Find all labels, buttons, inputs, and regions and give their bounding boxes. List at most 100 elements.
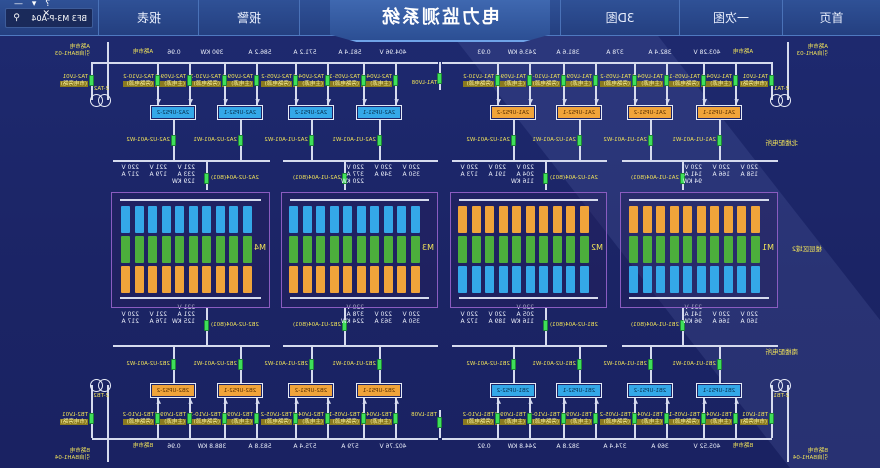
ups-input-breaker-icon[interactable] — [701, 413, 707, 424]
feeder-breaker-icon[interactable] — [204, 173, 210, 184]
ups-input-breaker-icon[interactable] — [361, 75, 367, 86]
cable-breaker-icon[interactable] — [377, 359, 383, 370]
feeder-breaker-icon[interactable] — [543, 320, 549, 331]
cabinet-orange[interactable] — [751, 206, 760, 233]
cable-breaker-icon[interactable] — [717, 135, 723, 146]
ups-box[interactable]: 2B1-UPS1-2 — [627, 383, 673, 398]
cabinet-green[interactable] — [330, 236, 339, 263]
cabinet-orange[interactable] — [499, 206, 508, 233]
window-controls[interactable]: ? ▾ — ✕ — [10, 0, 50, 19]
cabinet-blue[interactable] — [135, 206, 144, 233]
cabinet-green[interactable] — [303, 236, 312, 263]
cabinet-green[interactable] — [243, 236, 252, 263]
cabinet-orange[interactable] — [683, 206, 693, 233]
cabinet-green[interactable] — [553, 236, 562, 263]
cabinet-blue[interactable] — [216, 206, 225, 233]
cabinet-orange[interactable] — [343, 266, 353, 293]
ups-input-breaker-icon[interactable] — [293, 413, 299, 424]
ups-box[interactable]: 2B1-UPS2-1 — [556, 383, 602, 398]
ups-input-breaker-icon[interactable] — [495, 413, 501, 424]
ups-box[interactable]: 2B2-UPS1-2 — [288, 383, 334, 398]
transformer-breaker-icon[interactable] — [89, 413, 95, 424]
cabinet-orange[interactable] — [330, 266, 339, 293]
cabinet-green[interactable] — [397, 236, 407, 263]
cabinet-green[interactable] — [656, 236, 666, 263]
cabinet-blue[interactable] — [580, 266, 589, 293]
cabinet-green[interactable] — [121, 236, 131, 263]
cabinet-orange[interactable] — [384, 266, 393, 293]
ups-box[interactable]: 2A1-UPS2-1 — [556, 105, 602, 120]
ups-box[interactable]: 2B2-UPS1-1 — [356, 383, 402, 398]
ups-box[interactable]: 2B1-UPS1-1 — [696, 383, 742, 398]
ups-input-breaker-icon[interactable] — [733, 413, 739, 424]
nav-3d-view[interactable]: 3D图 — [560, 0, 679, 35]
cabinet-blue[interactable] — [175, 206, 185, 233]
cabinet-blue[interactable] — [710, 266, 720, 293]
ups-box[interactable]: 2B1-UPS2-2 — [490, 383, 536, 398]
cabinet-orange[interactable] — [243, 266, 252, 293]
cabinet-blue[interactable] — [512, 266, 522, 293]
cabinet-blue[interactable] — [472, 266, 481, 293]
cabinet-orange[interactable] — [289, 266, 299, 293]
rack-block-m2[interactable]: M2 — [450, 192, 607, 308]
cabinet-orange[interactable] — [303, 266, 312, 293]
rack-block-m4[interactable]: M4 — [111, 192, 270, 308]
rack-block-m3[interactable]: M3 — [281, 192, 438, 308]
cabinet-green[interactable] — [751, 236, 760, 263]
cabinet-green[interactable] — [499, 236, 508, 263]
cabinet-orange[interactable] — [162, 266, 171, 293]
ups-input-breaker-icon[interactable] — [393, 413, 399, 424]
ups-box[interactable]: 2A2-UPS1-1 — [356, 105, 402, 120]
ups-input-breaker-icon[interactable] — [593, 75, 599, 86]
ups-box[interactable]: 2A1-UPS1-2 — [627, 105, 673, 120]
cabinet-green[interactable] — [697, 236, 706, 263]
ups-box[interactable]: 2A2-UPS1-2 — [288, 105, 334, 120]
ups-input-breaker-icon[interactable] — [187, 75, 193, 86]
ups-input-breaker-icon[interactable] — [155, 413, 161, 424]
cabinet-blue[interactable] — [697, 266, 706, 293]
ups-input-breaker-icon[interactable] — [325, 75, 331, 86]
cabinet-green[interactable] — [580, 236, 589, 263]
ups-input-breaker-icon[interactable] — [664, 413, 670, 424]
ups-input-breaker-icon[interactable] — [527, 413, 533, 424]
cabinet-green[interactable] — [629, 236, 639, 263]
ups-input-breaker-icon[interactable] — [222, 75, 228, 86]
cabinet-blue[interactable] — [670, 266, 679, 293]
cabinet-green[interactable] — [411, 236, 420, 263]
cabinet-green[interactable] — [512, 236, 522, 263]
cabinet-green[interactable] — [229, 236, 239, 263]
cabinet-blue[interactable] — [629, 266, 639, 293]
ups-input-breaker-icon[interactable] — [593, 413, 599, 424]
cable-breaker-icon[interactable] — [648, 359, 654, 370]
ups-input-breaker-icon[interactable] — [632, 75, 638, 86]
cabinet-orange[interactable] — [485, 206, 495, 233]
ups-input-breaker-icon[interactable] — [393, 75, 399, 86]
ups-box[interactable]: 2B2-UPS2-1 — [217, 383, 263, 398]
cabinet-orange[interactable] — [526, 206, 535, 233]
nav-alarm[interactable]: 报警 — [198, 0, 300, 35]
cabinet-blue[interactable] — [189, 206, 198, 233]
cabinet-orange[interactable] — [357, 266, 366, 293]
ups-input-breaker-icon[interactable] — [733, 75, 739, 86]
cabinet-orange[interactable] — [202, 266, 212, 293]
cabinet-blue[interactable] — [289, 206, 299, 233]
cable-breaker-icon[interactable] — [171, 135, 177, 146]
cabinet-blue[interactable] — [384, 206, 393, 233]
cabinet-orange[interactable] — [566, 206, 576, 233]
cabinet-blue[interactable] — [485, 266, 495, 293]
transformer-breaker-icon[interactable] — [769, 75, 775, 86]
cabinet-orange[interactable] — [216, 266, 225, 293]
cabinet-blue[interactable] — [656, 266, 666, 293]
cabinet-blue[interactable] — [553, 266, 562, 293]
cable-breaker-icon[interactable] — [648, 135, 654, 146]
cabinet-blue[interactable] — [357, 206, 366, 233]
ups-input-breaker-icon[interactable] — [187, 413, 193, 424]
cabinet-blue[interactable] — [229, 206, 239, 233]
cabinet-blue[interactable] — [566, 266, 576, 293]
cabinet-orange[interactable] — [458, 206, 468, 233]
cabinet-orange[interactable] — [397, 266, 407, 293]
cabinet-orange[interactable] — [737, 206, 747, 233]
cabinet-green[interactable] — [135, 236, 144, 263]
cabinet-orange[interactable] — [175, 266, 185, 293]
cable-breaker-icon[interactable] — [717, 359, 723, 370]
